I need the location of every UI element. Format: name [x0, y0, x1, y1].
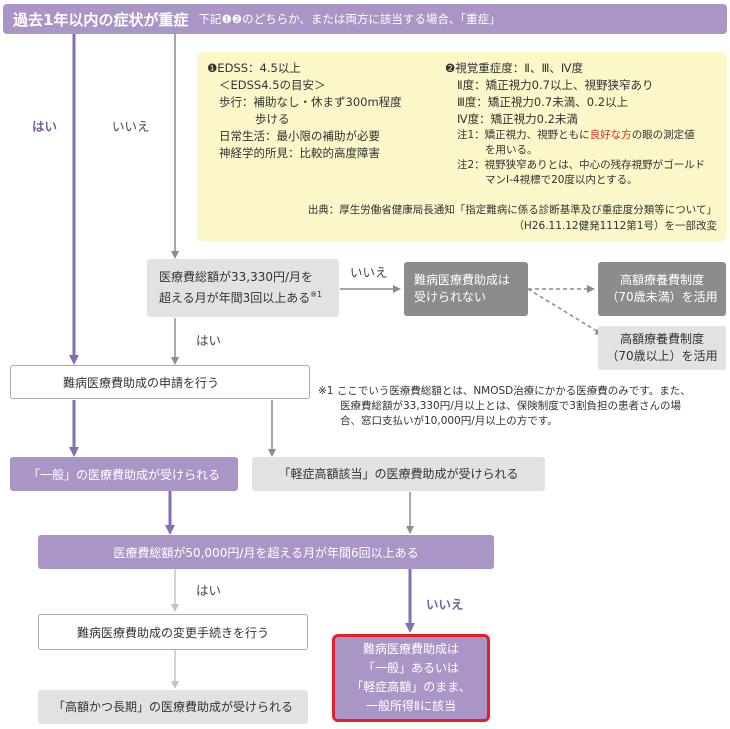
source-line1: 出典：厚生労働省健康局長通知「指定難病に係る診断基準及び重症度分類等について」	[307, 204, 717, 216]
edss-neurological: 神経学的所見：比較的高度障害	[219, 146, 380, 160]
visual-title: ❷視覚重症度：Ⅱ、Ⅲ、Ⅳ度	[445, 61, 584, 75]
light-high-cost-text: 「軽症高額該当」の医療費助成が受けられる	[278, 466, 519, 481]
footnote-line2: 医療費総額が33,330円/月以上とは、保険制度で3割負担の患者さんの場	[340, 400, 681, 412]
apply-subsidy-box: 難病医療費助成の申請を行う	[10, 365, 310, 399]
edss-guide: ＜EDSS4.5の目安＞	[219, 78, 326, 92]
label-yes-main: はい	[32, 119, 58, 134]
visual-note-1: 注1：矯正視力、視野ともに良好な方の眼の測定値	[445, 128, 720, 143]
final-line2: 「一般」あるいは	[362, 661, 459, 675]
note1-text-b: の眼の測定値	[631, 129, 695, 141]
visual-note-2-cont: マンⅠ-4視標で20度以内とする。	[485, 174, 638, 186]
final-result-box: 難病医療費助成は 「一般」あるいは 「軽症高額」のまま、 一般所得Ⅱに該当	[332, 634, 490, 722]
label-no-q1: いいえ	[350, 265, 388, 280]
high-long-term-box: 「高額かつ長期」の医療費助成が受けられる	[38, 690, 308, 724]
edss-criteria: ❶EDSS：4.5以上 ＜EDSS4.5の目安＞ 歩行：補助なし・休まず300m…	[207, 60, 442, 162]
visual-grade-4: Ⅳ度：矯正視力0.2未満	[457, 112, 578, 126]
edss-title: ❶EDSS：4.5以上	[207, 61, 301, 75]
label-yes-q2: はい	[196, 583, 222, 598]
cost-q2-text: 医療費総額が50,000円/月を超える月が年間6回以上ある	[113, 545, 419, 560]
high-cost-over70-box: 高額療養費制度 （70歳以上）を活用	[598, 326, 726, 370]
edss-daily-life: 日常生活：最小限の補助が必要	[219, 129, 380, 143]
high-cost-under70-box: 高額療養費制度 （70歳未満）を活用	[598, 262, 726, 316]
footnote-line1: ※1 ここでいう医療費総額とは、NMOSD治療にかかる医療費のみです。また、	[318, 385, 691, 397]
light-high-cost-box: 「軽症高額該当」の医療費助成が受けられる	[252, 457, 545, 491]
visual-note-2: 注2：視野狭窄ありとは、中心の残存視野がゴールド	[457, 159, 706, 171]
cost-question-33330: 医療費総額が33,330円/月を 超える月が年間3回以上ある※1	[147, 259, 339, 317]
header-title: 過去1年以内の症状が重症	[13, 10, 189, 29]
not-eligible-line1: 難病医療費助成は	[414, 273, 511, 287]
high-cost-over70-line1: 高額療養費制度	[619, 332, 704, 346]
change-procedure-text: 難病医療費助成の変更手続きを行う	[76, 625, 269, 640]
not-eligible-line2: 受けられない	[414, 290, 487, 304]
apply-subsidy-text: 難病医療費助成の申請を行う	[63, 375, 220, 390]
final-line3: 「軽症高額」のまま、	[351, 680, 471, 694]
not-eligible-box: 難病医療費助成は 受けられない	[404, 262, 528, 316]
label-yes-q1: はい	[196, 333, 222, 348]
cost-q1-footnote-mark: ※1	[310, 290, 323, 299]
edss-walk-line1: 歩行：補助なし・休まず300m程度	[219, 95, 402, 109]
general-subsidy-box: 「一般」の医療費助成が受けられる	[10, 457, 238, 491]
high-cost-under70-line1: 高額療養費制度	[619, 273, 704, 287]
edss-walk-line2: 歩ける	[255, 112, 290, 126]
high-long-term-text: 「高額かつ長期」の医療費助成が受けられる	[52, 699, 293, 714]
severe-condition-header: 過去1年以内の症状が重症 下記❶❷のどちらか、または両方に該当する場合、「重症」	[3, 4, 727, 34]
change-procedure-box: 難病医療費助成の変更手続きを行う	[38, 614, 308, 650]
severity-criteria-note: ❶EDSS：4.5以上 ＜EDSS4.5の目安＞ 歩行：補助なし・休まず300m…	[197, 52, 727, 241]
cost-q1-line1: 医療費総額が33,330円/月を	[159, 270, 314, 284]
header-description: 下記❶❷のどちらか、または両方に該当する場合、「重症」	[198, 12, 501, 26]
footnote-1: ※1 ここでいう医療費総額とは、NMOSD治療にかかる医療費のみです。また、 医…	[318, 384, 723, 429]
general-subsidy-text: 「一般」の医療費助成が受けられる	[27, 467, 220, 482]
label-no-main: いいえ	[112, 119, 150, 134]
footnote-line3: 合、窓口支払いが10,000円/月以上の方です。	[340, 415, 558, 427]
visual-grade-3: Ⅲ度：矯正視力0.7未満、0.2以上	[457, 95, 629, 109]
source-citation: 出典：厚生労働省健康局長通知「指定難病に係る診断基準及び重症度分類等について」 …	[308, 202, 717, 234]
high-cost-over70-line2: （70歳以上）を活用	[606, 349, 718, 363]
cost-question-50000: 医療費総額が50,000円/月を超える月が年間6回以上ある	[38, 535, 494, 569]
label-no-q2: いいえ	[426, 597, 464, 612]
note1-text-a: 注1：矯正視力、視野ともに	[457, 129, 590, 141]
visual-note-1-cont: を用いる。	[485, 144, 538, 156]
cost-q1-line2-text: 超える月が年間3回以上ある	[159, 291, 311, 305]
visual-grade-2: Ⅱ度：矯正視力0.7以上、視野狭窄あり	[457, 78, 654, 92]
cost-q1-line2: 超える月が年間3回以上ある※1	[159, 286, 322, 307]
note1-highlight: 良好な方	[589, 129, 632, 141]
final-line1: 難病医療費助成は	[362, 642, 459, 656]
visual-severity-criteria: ❷視覚重症度：Ⅱ、Ⅲ、Ⅳ度 Ⅱ度：矯正視力0.7以上、視野狭窄あり Ⅲ度：矯正視…	[445, 60, 720, 188]
arrow-dash-o70	[527, 288, 604, 336]
final-line4: 一般所得Ⅱに該当	[366, 699, 456, 713]
high-cost-under70-line2: （70歳未満）を活用	[606, 290, 718, 304]
source-line2: （H26.11.12健発1112第1号）を一部改変	[513, 220, 717, 232]
